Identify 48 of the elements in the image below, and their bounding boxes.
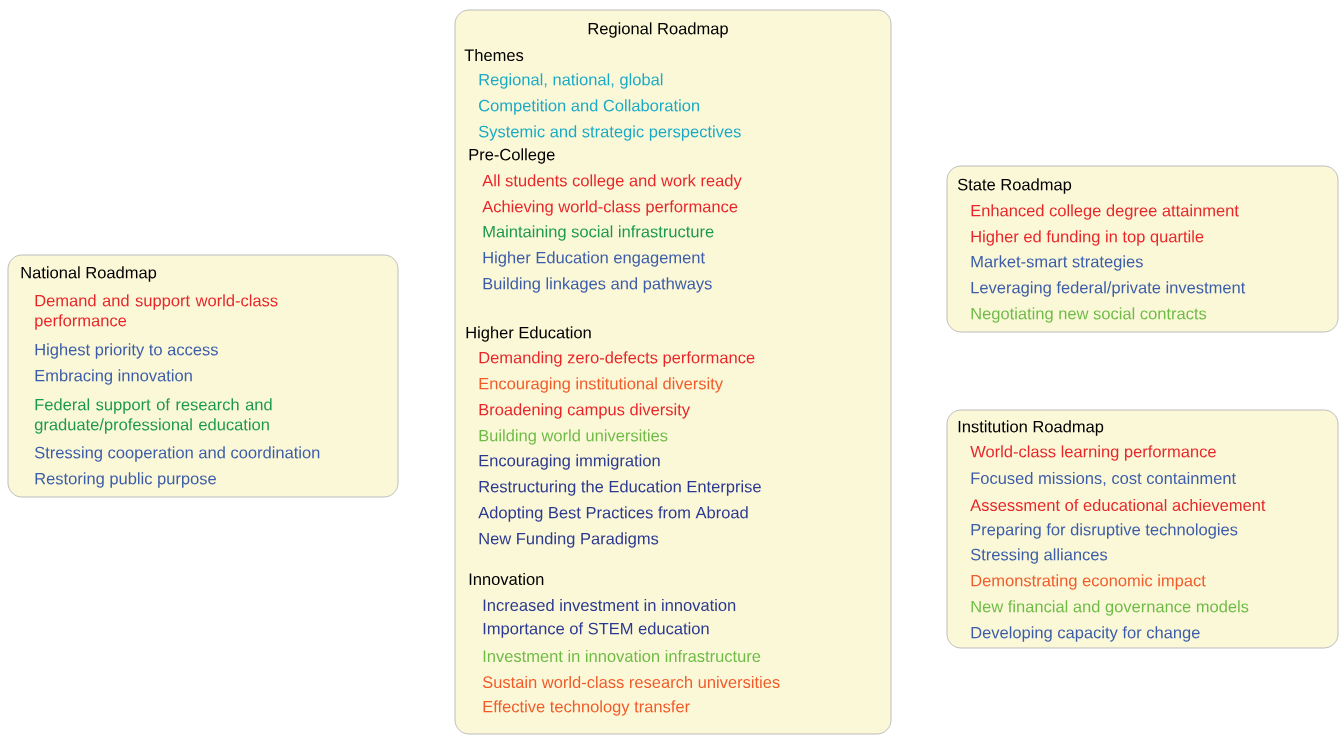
list-item: Maintaining social infrastructure xyxy=(483,225,714,241)
list-item: Demand and support world-class performance xyxy=(35,294,278,330)
roadmap-title: State Roadmap xyxy=(957,178,1072,194)
list-item: Adopting Best Practices from Abroad xyxy=(478,506,748,522)
list-item: Achieving world-class performance xyxy=(482,200,738,216)
roadmap-title: Institution Roadmap xyxy=(958,420,1104,436)
list-item: Federal support of research and graduate/professional education xyxy=(34,398,272,434)
list-item: Building world universities xyxy=(479,429,668,445)
list-item: Higher ed funding in top quartile xyxy=(971,230,1204,246)
section-heading: Pre-College xyxy=(469,148,555,164)
list-item: Preparing for disruptive technologies xyxy=(971,523,1238,539)
list-item: Systemic and strategic perspectives xyxy=(478,125,741,141)
list-item: Sustain world-class research universities xyxy=(482,675,780,689)
list-item: Importance of STEM education xyxy=(483,622,709,638)
list-item: New financial and governance models xyxy=(971,600,1249,616)
list-item: Restructuring the Education Enterprise xyxy=(479,480,761,496)
section-heading: Higher Education xyxy=(466,326,591,342)
list-item: Negotiating new social contracts xyxy=(971,307,1207,323)
list-item: Competition and Collaboration xyxy=(479,99,700,115)
list-item: Enhanced college degree attainment xyxy=(971,204,1239,220)
list-item: Regional, national, global xyxy=(479,73,663,89)
list-item: All students college and work ready xyxy=(482,174,742,190)
list-item: Embracing innovation xyxy=(35,369,192,385)
list-item: Leveraging federal/private investment xyxy=(971,281,1246,297)
section-heading: Innovation xyxy=(469,572,544,586)
list-item: New Funding Paradigms xyxy=(479,532,659,548)
list-item: Developing capacity for change xyxy=(971,626,1200,642)
section-heading: Themes xyxy=(464,48,524,62)
list-item: Increased investment in innovation xyxy=(483,598,736,612)
list-item: Investment in innovation infrastructure xyxy=(483,649,761,663)
list-item: Highest priority to access xyxy=(35,343,218,359)
list-item: Broadening campus diversity xyxy=(479,403,690,419)
list-item: Focused missions, cost containment xyxy=(971,471,1236,487)
list-item: Effective technology transfer xyxy=(483,700,690,716)
list-item: Encouraging institutional diversity xyxy=(479,377,723,393)
list-item: Stressing cooperation and coordination xyxy=(34,446,320,462)
list-item: Assessment of educational achievement xyxy=(970,498,1266,512)
list-item: Building linkages and pathways xyxy=(483,277,712,293)
list-item: Encouraging immigration xyxy=(479,454,660,470)
roadmap-title: Regional Roadmap xyxy=(588,22,728,38)
list-item: Restoring public purpose xyxy=(35,472,216,488)
roadmap-title: National Roadmap xyxy=(21,266,157,282)
list-item: Demonstrating economic impact xyxy=(971,574,1206,590)
list-item: Higher Education engagement xyxy=(483,251,705,267)
list-item: Demanding zero-defects performance xyxy=(479,351,755,367)
list-item: Market-smart strategies xyxy=(971,255,1143,271)
list-item: World-class learning performance xyxy=(970,445,1216,461)
list-item: Stressing alliances xyxy=(970,548,1108,564)
